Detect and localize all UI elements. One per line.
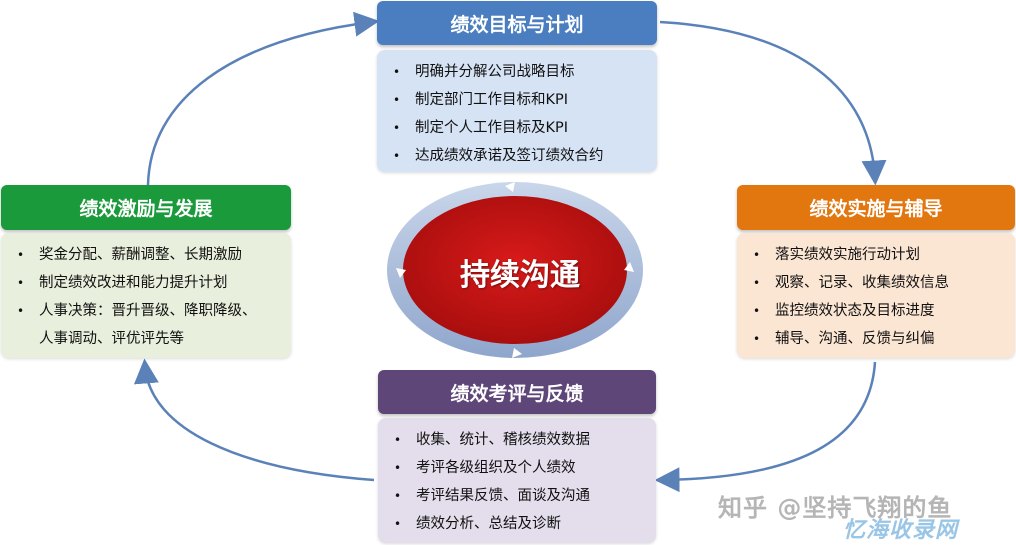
evaluate-feedback-item: •收集、统计、稽核绩效数据	[390, 426, 646, 454]
incentive-develop-item: •人事决策：晋升晋级、降职降级、	[13, 297, 281, 325]
bullet-icon: •	[393, 149, 401, 163]
incentive-develop-panel: •奖金分配、薪酬调整、长期激励 •制定绩效改进和能力提升计划 •人事决策：晋升晋…	[1, 233, 291, 358]
incentive-develop-item: •奖金分配、薪酬调整、长期激励	[13, 241, 281, 269]
implement-coach-header: 绩效实施与辅导	[737, 185, 1015, 230]
goal-plan-title: 绩效目标与计划	[450, 13, 584, 36]
goal-plan-panel: •明确并分解公司战略目标 •制定部门工作目标和KPI •制定个人工作目标及KPI…	[377, 50, 657, 172]
implement-coach-item: •监控绩效状态及目标进度	[749, 297, 1005, 325]
ring-arrow-3	[512, 348, 522, 358]
implement-coach-item: •落实绩效实施行动计划	[749, 241, 1005, 269]
bullet-icon: •	[393, 121, 401, 135]
incentive-develop-title: 绩效激励与发展	[79, 198, 213, 220]
bullet-icon: •	[393, 65, 401, 79]
implement-coach-item: •观察、记录、收集绩效信息	[749, 269, 1005, 297]
implement-coach-title: 绩效实施与辅导	[809, 198, 943, 220]
goal-plan-item: •明确并分解公司战略目标	[389, 58, 647, 86]
center-label: 持续沟通	[460, 258, 580, 293]
bullet-icon: •	[753, 332, 761, 346]
implement-coach-item: •辅导、沟通、反馈与纠偏	[749, 325, 1005, 353]
bullet-icon: •	[17, 276, 25, 290]
goal-plan-header: 绩效目标与计划	[377, 1, 657, 45]
arrow-top-to-right	[659, 20, 887, 186]
bullet-icon: •	[753, 304, 761, 318]
ring-arrow-1	[505, 182, 515, 192]
center-ellipse	[403, 196, 627, 344]
bullet-icon: •	[393, 93, 401, 107]
arrow-left-to-top	[146, 11, 380, 186]
goal-plan-item: •达成绩效承诺及签订绩效合约	[389, 142, 647, 170]
bullet-icon: •	[17, 248, 25, 262]
arrow-bottom-to-left	[133, 358, 375, 482]
bullet-icon: •	[394, 461, 402, 475]
bullet-icon: •	[753, 248, 761, 262]
bullet-icon: •	[394, 433, 402, 447]
bullet-icon: •	[394, 489, 402, 503]
bullet-icon: •	[753, 276, 761, 290]
evaluate-feedback-title: 绩效考评与反馈	[450, 382, 584, 405]
arrow-right-to-bottom	[654, 361, 877, 493]
evaluate-feedback-header: 绩效考评与反馈	[378, 370, 656, 414]
evaluate-feedback-item: •考评各级组织及个人绩效	[390, 454, 646, 482]
incentive-develop-header: 绩效激励与发展	[1, 185, 291, 230]
goal-plan-item: •制定部门工作目标和KPI	[389, 86, 647, 114]
evaluate-feedback-panel: •收集、统计、稽核绩效数据 •考评各级组织及个人绩效 •考评结果反馈、面谈及沟通…	[378, 418, 656, 543]
evaluate-feedback-item: •考评结果反馈、面谈及沟通	[390, 482, 646, 510]
ring-arrow-4	[396, 268, 406, 278]
bullet-icon: •	[17, 304, 25, 318]
implement-coach-panel: •落实绩效实施行动计划 •观察、记录、收集绩效信息 •监控绩效状态及目标进度 •…	[737, 233, 1015, 358]
ring-arrow-2	[624, 262, 634, 272]
bullet-icon: •	[394, 517, 402, 531]
incentive-develop-item-continued: 人事调动、评优评先等	[39, 331, 184, 347]
evaluate-feedback-item: •绩效分析、总结及诊断	[390, 510, 646, 538]
goal-plan-item: •制定个人工作目标及KPI	[389, 114, 647, 142]
watermark-zhihu: 知乎 @坚持飞翔的鱼	[718, 494, 953, 522]
watermark-site: 忆海收录网	[843, 518, 959, 543]
incentive-develop-item: •制定绩效改进和能力提升计划	[13, 269, 281, 297]
